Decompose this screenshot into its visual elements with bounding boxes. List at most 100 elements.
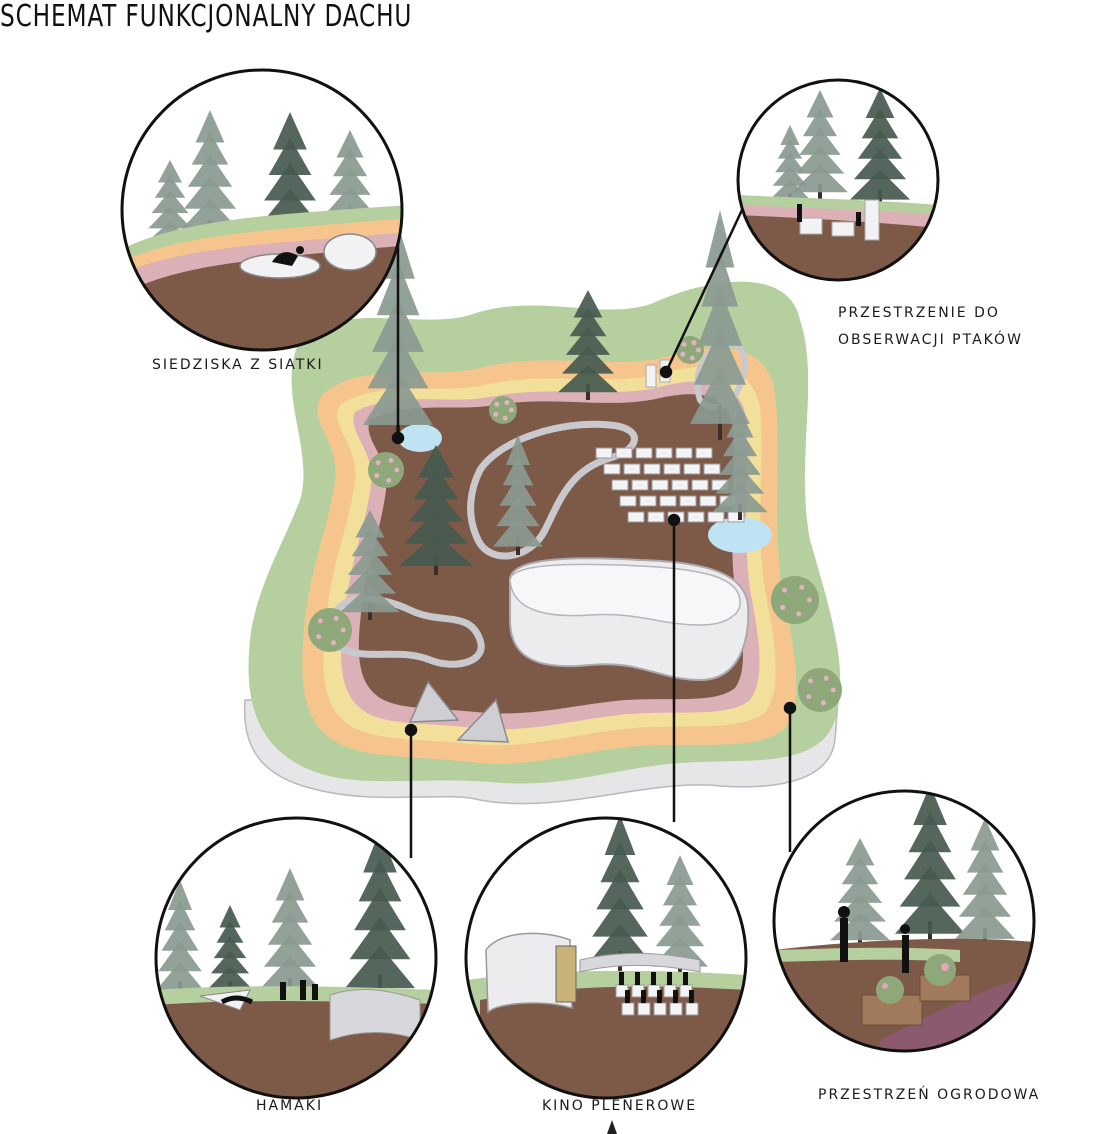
roof-tree-icon [690, 210, 750, 440]
leader-dot-ptaki [659, 365, 673, 379]
seat-block [603, 463, 621, 475]
seat-block [635, 447, 653, 459]
bird-wall [864, 199, 880, 241]
kino-person [641, 990, 646, 1003]
seat-block [631, 479, 649, 491]
leader-dot-siedziska [391, 431, 405, 445]
person-ptaki-2 [856, 212, 861, 226]
kino-seat [669, 1002, 683, 1016]
kino-seat [637, 1002, 651, 1016]
net-seat-2 [323, 233, 377, 271]
seat-block [659, 495, 677, 507]
leader-ptaki [664, 209, 744, 373]
person-hamaki-2 [300, 980, 306, 1000]
seat-block [639, 495, 657, 507]
page-title: SCHEMAT FUNKCJONALNY DACHU [0, 0, 413, 34]
label-kino: KINO PLENEROWE [542, 1098, 698, 1114]
kino-wall [579, 952, 701, 973]
kino-building [485, 932, 573, 1014]
seat-block [647, 511, 665, 523]
person-ogrod-1 [840, 918, 848, 962]
cinema-building-top [509, 563, 741, 626]
person-ptaki-1 [797, 204, 802, 222]
roof-plan [243, 210, 842, 805]
tree-icon [895, 791, 965, 945]
person-ogrod-2 [902, 935, 909, 973]
seat-block [655, 447, 673, 459]
seat-block [679, 495, 697, 507]
seat-block [671, 479, 689, 491]
detail-ogrod [772, 789, 1036, 1053]
roof-tree-icon [712, 410, 768, 520]
pool-left [398, 424, 442, 452]
seat-block [695, 447, 713, 459]
roof-tree-icon [493, 435, 543, 555]
seat-block [595, 447, 613, 459]
north-arrow-icon [607, 1120, 617, 1134]
seat-block [707, 511, 725, 523]
hammock-sail-2 [456, 698, 510, 743]
roof-bushes [308, 336, 842, 712]
kino-seat [653, 1002, 667, 1016]
kino-screen [555, 945, 577, 1003]
kino-person [651, 972, 656, 985]
seat-block [623, 463, 641, 475]
hammock-wall [329, 989, 421, 1041]
seat-block [619, 495, 637, 507]
winding-wall-top [467, 420, 638, 560]
person-hamaki-3 [312, 984, 318, 1000]
leader-dot-ogrod [783, 701, 797, 715]
winding-wall-mid [328, 595, 485, 668]
label-ptaki-2: OBSERWACJI PTAKÓW [838, 332, 1023, 348]
kino-seat [621, 1002, 635, 1016]
person-siedziska [272, 252, 298, 266]
leader-dot-kino [667, 513, 681, 527]
label-ogrodowa: PRZESTRZEŃ OGRODOWA [818, 1087, 1041, 1103]
detail-ptaki [736, 78, 940, 282]
tree-icon [792, 90, 848, 200]
tree-icon [156, 880, 205, 1000]
roof-tree-icon [558, 290, 618, 400]
detail-siedziska [120, 68, 404, 352]
seat-block [651, 479, 669, 491]
leader-lines [391, 209, 797, 858]
bird-pillar-1 [645, 364, 657, 388]
tree-icon [345, 830, 415, 1000]
kino-person [657, 990, 662, 1003]
tree-icon [955, 818, 1015, 948]
seat-block [663, 463, 681, 475]
leader-dot-hamaki [404, 723, 418, 737]
seat-block [683, 463, 701, 475]
kino-person [673, 990, 678, 1003]
detail-hamaki [154, 816, 438, 1100]
flower-bush-icon [771, 576, 819, 624]
kino-person [689, 990, 694, 1003]
seat-block [615, 447, 633, 459]
kino-person [635, 972, 640, 985]
label-hamaki: HAMAKI [256, 1098, 324, 1114]
seat-block [699, 495, 717, 507]
seat-block [643, 463, 661, 475]
seat-block [675, 447, 693, 459]
kino-person [667, 972, 672, 985]
pool-right [708, 517, 772, 553]
detail-kino [464, 816, 748, 1100]
kino-person [625, 990, 630, 1003]
kino-person [619, 972, 624, 985]
label-ptaki-1: PRZESTRZENIE DO [838, 305, 1000, 321]
tree-icon [850, 88, 910, 208]
seat-block [687, 511, 705, 523]
label-siedziska: SIEDZISKA Z SIATKI [152, 357, 324, 373]
seat-block [627, 511, 645, 523]
seat-block [691, 479, 709, 491]
kino-seat [685, 1002, 699, 1016]
roof-tree-icon [399, 445, 473, 575]
person-hamaki-1 [280, 982, 286, 1000]
hammock-sail-1 [408, 680, 460, 723]
seat-block [703, 463, 721, 475]
kino-person [683, 972, 688, 985]
seat-block [611, 479, 629, 491]
roof-tree-icon [340, 510, 400, 620]
